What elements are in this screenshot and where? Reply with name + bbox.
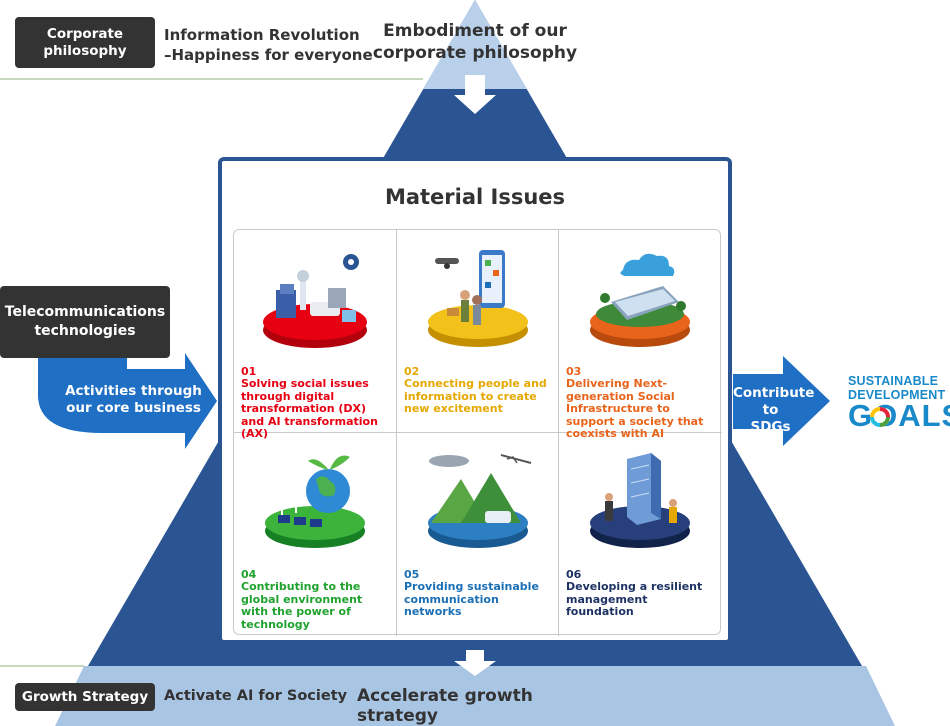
down-arrow-top (454, 75, 496, 114)
issue-text: Developing a resilient management founda… (566, 580, 703, 618)
philosophy-line-1: Information Revolution (164, 26, 360, 44)
issue-text: Solving social issues through digital tr… (241, 377, 378, 440)
corporate-philosophy-label: Corporate philosophy (15, 17, 155, 68)
issue-card-06: 06 Developing a resilient management fou… (559, 433, 722, 636)
sdgs-line-1: Contribute to (733, 385, 815, 418)
philosophy-line-2: –Happiness for everyone (164, 46, 373, 64)
issue-text: Contributing to the global environment w… (241, 580, 363, 631)
sdg-logo: SUSTAINABLE DEVELOPMENT GOALS (848, 374, 950, 431)
right-arrow (733, 356, 830, 446)
issue-card-03: 03 Delivering Next-generation Social Inf… (559, 230, 722, 440)
issue-number: 02 (404, 365, 420, 378)
sdg-goals-text: GOALS (848, 398, 950, 433)
telecom-line-1: Telecommunications (4, 304, 166, 320)
sdg-wheel-icon (870, 407, 890, 427)
corporate-philosophy-label-text: Corporate philosophy (43, 25, 127, 59)
philosophy-statement: Information Revolution –Happiness for ev… (164, 25, 384, 65)
core-business-arrow-text: Activities through our core business (56, 383, 211, 417)
issue-card-04: 04 Contributing to the global environmen… (234, 433, 397, 636)
issue-card-05: 05 Providing sustainable communication n… (397, 433, 559, 636)
issue-card-01: 01 Solving social issues through digital… (234, 230, 397, 440)
sdgs-arrow-text: Contribute to SDGs (733, 385, 815, 436)
issue-number: 01 (241, 365, 257, 378)
people-smartphone-illustration (428, 250, 528, 347)
material-issues-grid: 01 Solving social issues through digital… (233, 229, 722, 636)
accelerate-growth-text: Accelerate growth strategy (357, 686, 533, 726)
sdgs-line-2: SDGs (750, 419, 791, 435)
embodiment-line-1: Embodiment of our (383, 21, 567, 41)
issue-number: 04 (241, 568, 257, 581)
embodiment-heading: Embodiment of our corporate philosophy (365, 20, 585, 64)
growth-strategy-label-text: Growth Strategy (21, 689, 149, 705)
network-landscape-illustration (428, 454, 532, 548)
core-business-line-1: Activities through (65, 383, 202, 399)
issue-text: Delivering Next-generation Social Infras… (566, 377, 704, 440)
material-issues-panel: Material Issues 01 Solving social issues… (218, 157, 732, 644)
issue-text: Connecting people and information to cre… (404, 377, 547, 415)
issue-number: 06 (566, 568, 582, 581)
issue-card-02: 02 Connecting people and information to … (397, 230, 559, 433)
embodiment-line-2: corporate philosophy (372, 43, 578, 63)
telecom-line-2: technologies (34, 323, 136, 339)
data-center-cloud-illustration (590, 253, 690, 347)
issue-number: 03 (566, 365, 582, 378)
sdg-logo-goals: GOALS (848, 400, 950, 431)
telecom-technologies-label: Telecommunications technologies (0, 286, 170, 358)
issue-number: 05 (404, 568, 420, 581)
office-building-illustration (590, 453, 690, 548)
core-business-line-2: our core business (66, 400, 201, 416)
growth-strategy-label: Growth Strategy (15, 683, 155, 711)
growth-strategy-text: Activate AI for Society (164, 688, 348, 704)
material-issues-title: Material Issues (384, 185, 566, 209)
down-arrow-bottom (454, 650, 496, 676)
sdg-logo-line-1: SUSTAINABLE (848, 374, 939, 388)
growth-band (55, 666, 895, 726)
pyramid-peak (423, 0, 527, 89)
sdg-logo-line-2: DEVELOPMENT (848, 388, 946, 402)
issue-text: Providing sustainable communication netw… (404, 580, 539, 618)
earth-renewable-illustration (265, 455, 365, 548)
robot-factory-illustration (263, 254, 367, 348)
left-arrow (38, 353, 217, 449)
